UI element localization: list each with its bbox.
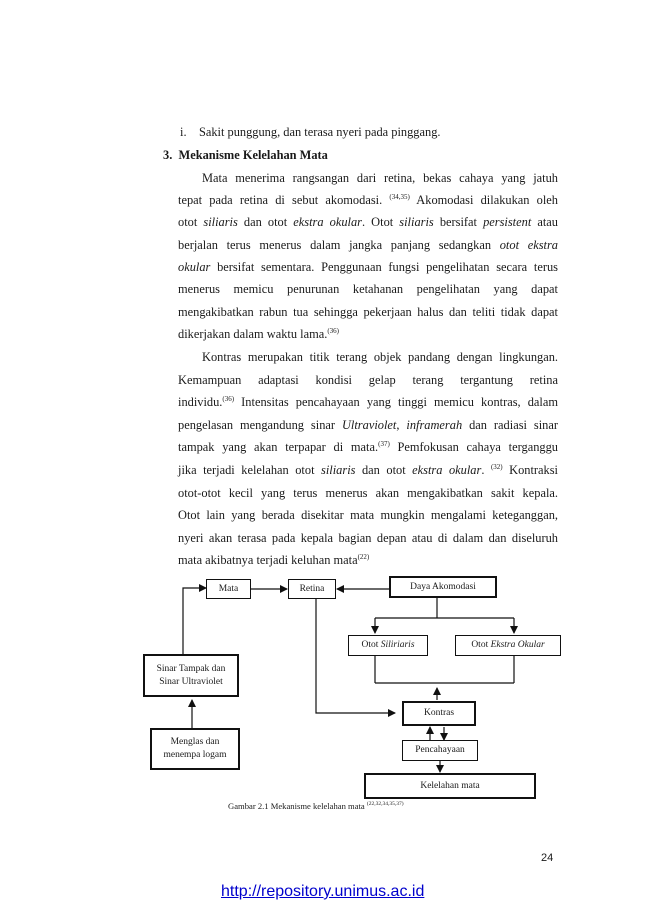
p2-line-4: pengelasan mengandung sinar Ultraviolet,…: [178, 418, 558, 432]
citation: (22,32,34,35,37): [366, 801, 404, 807]
p2-line-2: Kemampuan adaptasi kondisi gelap terang …: [178, 373, 558, 387]
box-otot-siliriaris: Otot Siliriaris: [348, 635, 428, 656]
citation: (32): [490, 463, 503, 471]
list-item-i: i. Sakit punggung, dan terasa nyeri pada…: [180, 124, 560, 140]
box-otot-ekstra-okular: Otot Ekstra Okular: [455, 635, 561, 656]
citation: (37): [378, 440, 390, 448]
repository-link[interactable]: http://repository.unimus.ac.id: [221, 883, 425, 900]
p1-line-4: berjalan terus menerus dalam jangka panj…: [178, 238, 558, 252]
p1-line-3: otot siliaris dan otot ekstra okular. Ot…: [178, 215, 558, 229]
page-number: 24: [541, 852, 554, 864]
p2-line-5: tampak yang akan terpapar di mata.(37) P…: [178, 440, 558, 454]
p1-line-5: okular bersifat sementara. Penggunaan fu…: [178, 260, 558, 274]
p1-line-8: dikerjakan dalam waktu lama.(36): [178, 327, 339, 341]
citation: (34,35): [389, 193, 410, 201]
citation: (22): [357, 553, 370, 561]
p1-line-2: tepat pada retina di sebut akomodasi. (3…: [178, 193, 558, 207]
box-mata: Mata: [206, 579, 251, 599]
p2-line-1: Kontras merupakan titik terang objek pan…: [202, 350, 558, 364]
list-marker: i.: [180, 125, 187, 139]
box-pencahayaan: Pencahayaan: [402, 740, 478, 761]
box-daya-akomodasi: Daya Akomodasi: [389, 576, 497, 598]
citation: (36): [222, 395, 235, 403]
figure-caption: Gambar 2.1 Mekanisme kelelahan mata (22,…: [228, 801, 404, 811]
section-title: Mekanisme Kelelahan Mata: [178, 148, 328, 162]
p1-line-7: mengakibatkan rabun tua sehingga pekerja…: [178, 305, 558, 319]
p2-line-10: mata akibatnya terjadi keluhan mata(22): [178, 553, 370, 567]
p2-line-8: Otot lain yang berada disekitar mata mun…: [178, 508, 558, 522]
p2-line-6: jika terjadi kelelahan otot siliaris dan…: [178, 463, 558, 477]
p1-line-1: Mata menerima rangsangan dari retina, be…: [202, 171, 558, 185]
p2-line-3: individu.(36) Intensitas pencahayaan yan…: [178, 395, 558, 409]
box-kontras: Kontras: [402, 701, 476, 726]
list-item-text: Sakit punggung, dan terasa nyeri pada pi…: [198, 125, 441, 139]
p1-line-6: menerus memicu penurunan ketahanan penge…: [178, 282, 558, 296]
citation: (36): [327, 327, 339, 335]
p2-line-9: nyeri akan terasa pada kepala bagian dep…: [178, 531, 558, 545]
section-number: 3.: [163, 148, 173, 162]
box-retina: Retina: [288, 579, 336, 599]
p2-line-7: otot-otot kecil yang terus menerus akan …: [178, 486, 558, 500]
section-heading: 3. Mekanisme Kelelahan Mata: [163, 147, 543, 163]
box-kelelahan-mata: Kelelahan mata: [364, 773, 536, 799]
